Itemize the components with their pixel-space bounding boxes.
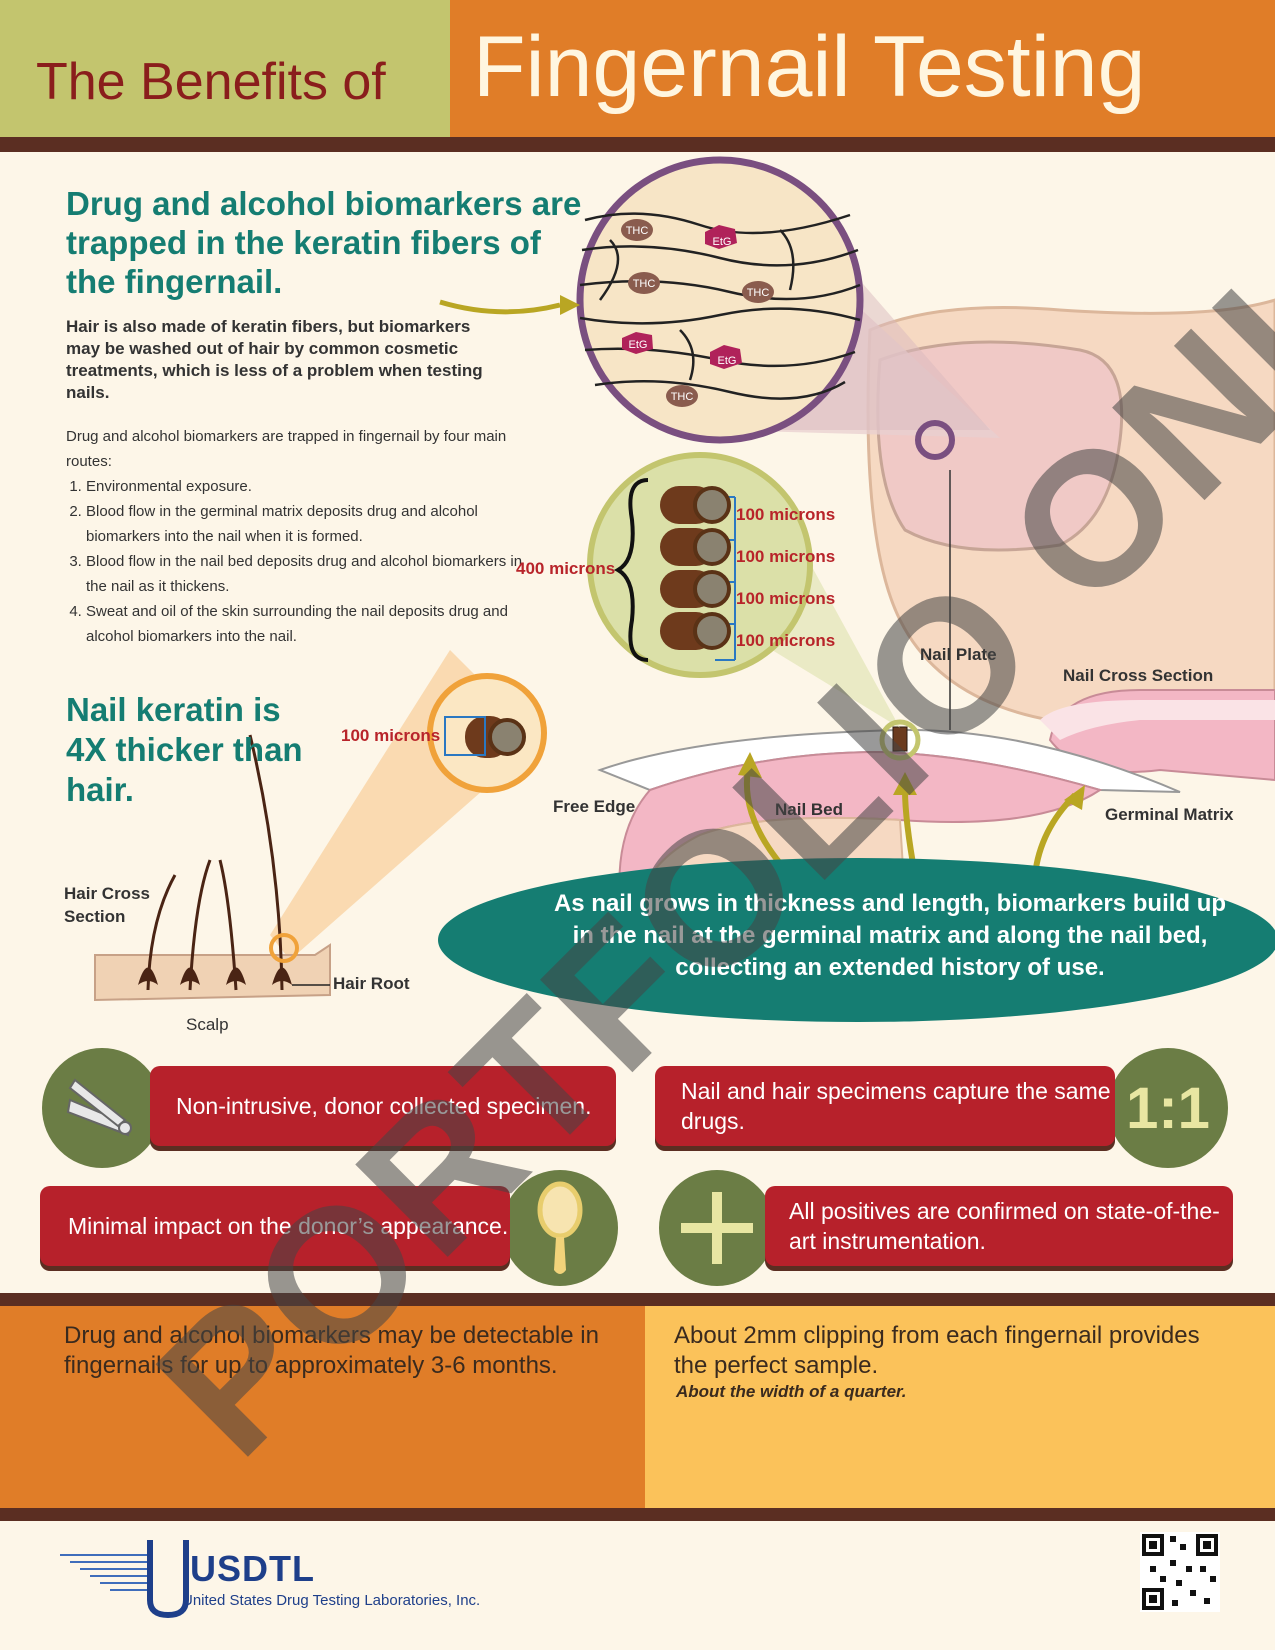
- germinal-matrix-label: Germinal Matrix: [1105, 805, 1234, 824]
- free-edge-label: Free Edge: [553, 797, 636, 816]
- layer-thickness-label: 100 microns: [736, 505, 836, 524]
- bottom-divider-bottom: [0, 1508, 1275, 1521]
- nail-cross-section-label: Nail Cross Section: [1063, 666, 1214, 685]
- marker-label: EtG: [718, 355, 737, 367]
- benefit-minimal-impact: Minimal impact on the donor’s appearance…: [40, 1186, 510, 1266]
- nail-bed-label: Nail Bed: [775, 800, 844, 819]
- ratio-badge: [1108, 1048, 1228, 1168]
- keratin-headline: Drug and alcohol biomarkers are trapped …: [66, 185, 582, 300]
- header-right-panel: [450, 0, 1275, 137]
- sample-size-panel: [645, 1300, 1275, 1510]
- detection-window-panel: [0, 1300, 645, 1510]
- scalp-label: Scalp: [186, 1015, 229, 1034]
- marker-label: EtG: [713, 236, 732, 248]
- logo-wordmark: USDTL: [190, 1548, 315, 1589]
- benefit-text: All positives are confirmed on state-of-…: [789, 1198, 1220, 1254]
- benefit-same-drugs: Nail and hair specimens capture the same…: [655, 1066, 1115, 1146]
- layer-thickness-label: 100 microns: [736, 589, 836, 608]
- benefit-non-intrusive: Non-intrusive, donor collected specimen.: [150, 1066, 616, 1146]
- marker-label: THC: [671, 391, 694, 403]
- keratin-fiber-zoom: [576, 156, 864, 444]
- ratio-badge-text: 1:1: [1126, 1076, 1210, 1141]
- detection-window-text: Drug and alcohol biomarkers may be detec…: [64, 1322, 599, 1379]
- nail-vs-hair-headline: Nail keratin is 4X thicker than hair.: [66, 691, 303, 808]
- header-divider: [0, 137, 1275, 152]
- sample-size-note: About the width of a quarter.: [676, 1382, 907, 1401]
- nail-plate-label: Nail Plate: [920, 645, 997, 664]
- growth-callout-text: As nail grows in thickness and length, b…: [553, 890, 1227, 981]
- header-left-panel: [0, 0, 450, 137]
- benefit-text: Minimal impact on the donor’s appearance…: [68, 1213, 509, 1239]
- route-item: Blood flow in the nail bed deposits drug…: [86, 549, 536, 599]
- company-name: United States Drug Testing Laboratories,…: [182, 1592, 481, 1609]
- sample-size-text: About 2mm clipping from each fingernail …: [674, 1322, 1200, 1379]
- route-item: Environmental exposure.: [86, 474, 536, 499]
- layer-thickness-label: 100 microns: [736, 547, 836, 566]
- routes-block: Drug and alcohol biomarkers are trapped …: [66, 424, 536, 649]
- total-thickness-label: 400 microns: [516, 559, 616, 578]
- title-prefix: The Benefits of: [36, 53, 386, 111]
- scalp-illustration: [94, 943, 331, 1002]
- hair-thickness-label: 100 microns: [341, 726, 441, 745]
- growth-callout-shape: [438, 858, 1275, 1022]
- benefit-confirmed-positives: All positives are confirmed on state-of-…: [765, 1186, 1233, 1266]
- hair-cross-section-label: Hair Cross Section: [64, 884, 150, 926]
- route-item: Blood flow in the germinal matrix deposi…: [86, 499, 536, 549]
- routes-intro: Drug and alcohol biomarkers are trapped …: [66, 428, 507, 470]
- routes-list: Environmental exposure. Blood flow in th…: [66, 474, 536, 649]
- qr-code: [1140, 1532, 1220, 1612]
- marker-label: THC: [747, 287, 770, 299]
- marker-label: EtG: [629, 339, 648, 351]
- marker-label: THC: [626, 225, 649, 237]
- benefit-text: Nail and hair specimens capture the same…: [681, 1078, 1111, 1134]
- usdtl-logo: [60, 1540, 189, 1619]
- marker-label: THC: [633, 278, 656, 290]
- hair-comparison-text: Hair is also made of keratin fibers, but…: [66, 317, 483, 402]
- benefit-text: Non-intrusive, donor collected specimen.: [176, 1093, 592, 1119]
- bottom-divider-top: [0, 1293, 1275, 1306]
- hair-root-label: Hair Root: [333, 974, 410, 993]
- layer-thickness-label: 100 microns: [736, 631, 836, 650]
- route-item: Sweat and oil of the skin surrounding th…: [86, 599, 536, 649]
- page-title: Fingernail Testing: [473, 19, 1146, 115]
